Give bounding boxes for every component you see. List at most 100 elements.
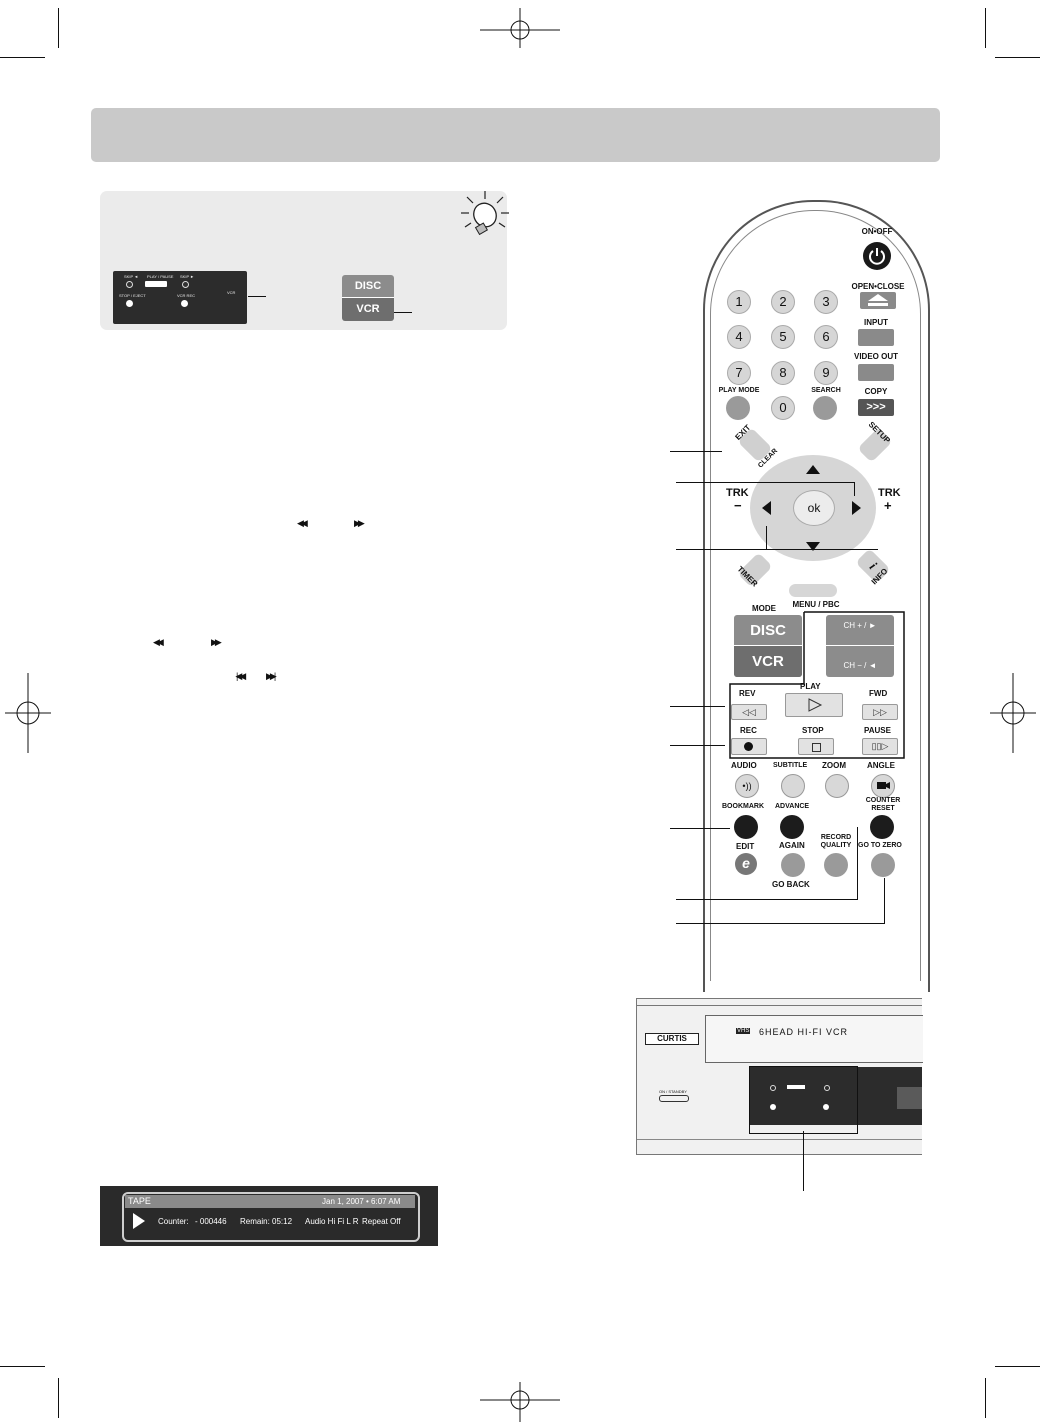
channel-down-label: CH − / ◄ — [843, 661, 877, 670]
stop-eject-button[interactable] — [126, 300, 133, 307]
osd-play-icon — [133, 1213, 145, 1229]
standby-button[interactable] — [659, 1095, 689, 1102]
record-quality-label: RECORD QUALITY — [820, 834, 852, 849]
trk-minus-label: − — [734, 498, 742, 513]
number-7-button[interactable]: 7 — [727, 361, 751, 385]
brand-logo: CURTIS — [645, 1033, 699, 1045]
subtitle-button[interactable] — [781, 774, 805, 798]
registration-mark-left — [5, 673, 51, 753]
rec-button[interactable] — [731, 738, 767, 755]
power-button[interactable] — [863, 242, 891, 270]
number-8-button[interactable]: 8 — [771, 361, 795, 385]
right-arrow-icon[interactable] — [852, 501, 861, 515]
mini-button — [770, 1104, 776, 1110]
input-button[interactable] — [858, 329, 894, 346]
number-1-button[interactable]: 1 — [727, 290, 751, 314]
vcr-bottom-line — [637, 1139, 922, 1140]
search-button[interactable] — [813, 396, 837, 420]
open-close-button[interactable] — [860, 292, 896, 309]
rewind-icon: ◀◀ — [297, 518, 308, 528]
vcr-rec-label: VCR REC — [177, 293, 196, 298]
skip-back-label: SKIP ◄ — [124, 274, 139, 279]
channel-up-label: CH + / ► — [826, 615, 894, 646]
stop-label: STOP — [802, 726, 824, 735]
crop-mark — [985, 1378, 986, 1418]
control-strip — [749, 1067, 922, 1125]
eject-icon — [868, 294, 888, 306]
pause-label: PAUSE — [864, 726, 891, 735]
ok-button[interactable]: ok — [793, 490, 835, 526]
crop-mark — [995, 57, 1040, 58]
advance-button[interactable] — [780, 815, 804, 839]
open-close-label: OPEN•CLOSE — [851, 282, 905, 291]
play-pause-button[interactable] — [145, 281, 167, 287]
audio-label: AUDIO — [731, 761, 757, 770]
registration-mark-bottom — [480, 1382, 560, 1422]
number-2-button[interactable]: 2 — [771, 290, 795, 314]
callout-line — [857, 827, 858, 900]
trk-plus-label: + — [884, 498, 892, 513]
crop-mark — [58, 1378, 59, 1418]
osd-datetime: Jan 1, 2007 • 6:07 AM — [322, 1197, 401, 1206]
video-out-button[interactable] — [858, 364, 894, 381]
number-9-button[interactable]: 9 — [814, 361, 838, 385]
crop-mark — [0, 1366, 45, 1367]
number-4-button[interactable]: 4 — [727, 325, 751, 349]
play-button[interactable] — [785, 693, 843, 717]
angle-button[interactable] — [871, 774, 895, 798]
input-label: INPUT — [864, 318, 888, 327]
audio-button[interactable]: •)) — [735, 774, 759, 798]
number-0-button[interactable]: 0 — [771, 396, 795, 420]
disc-vcr-switch[interactable]: DISC VCR — [342, 275, 394, 321]
rev-button[interactable]: ◁◁ — [731, 704, 767, 720]
callout-line — [676, 482, 854, 483]
left-arrow-icon[interactable] — [762, 501, 771, 515]
highlight-frame — [749, 1066, 858, 1134]
down-arrow-icon[interactable] — [806, 542, 820, 551]
again-button[interactable] — [781, 853, 805, 877]
model-text: 6HEAD HI-FI VCR — [759, 1027, 849, 1037]
fast-forward-icon: ▶▶ — [354, 518, 365, 528]
trk-label-right: TRK — [878, 487, 901, 499]
skip-fwd-button[interactable] — [182, 281, 189, 288]
osd-repeat: Repeat Off — [362, 1217, 401, 1226]
osd-frame — [122, 1192, 420, 1242]
go-to-zero-button[interactable] — [871, 853, 895, 877]
up-arrow-icon[interactable] — [806, 465, 820, 474]
play-pause-label: PLAY / PAUSE — [147, 274, 174, 279]
pause-button[interactable]: ▯▯▷ — [862, 738, 898, 755]
bookmark-button[interactable] — [734, 815, 758, 839]
fwd-label: FWD — [869, 689, 888, 698]
number-6-button[interactable]: 6 — [814, 325, 838, 349]
power-icon — [869, 248, 885, 265]
osd-source: TAPE — [128, 1196, 151, 1206]
fast-forward-icon: ▶▶ — [211, 637, 222, 647]
play-mode-button[interactable] — [726, 396, 750, 420]
registration-mark-top — [480, 8, 560, 48]
mini-play-bar — [787, 1085, 805, 1089]
menu-pbc-button[interactable] — [789, 584, 837, 597]
callout-line — [670, 828, 730, 829]
fwd-button[interactable]: ▷▷ — [862, 704, 898, 720]
mini-button — [823, 1104, 829, 1110]
skip-fwd-label: SKIP ► — [180, 274, 195, 279]
channel-button[interactable]: CH + / ► CH − / ◄ — [826, 615, 894, 677]
number-5-button[interactable]: 5 — [771, 325, 795, 349]
section-title-bar — [91, 108, 940, 162]
number-3-button[interactable]: 3 — [814, 290, 838, 314]
skip-back-button[interactable] — [126, 281, 133, 288]
stop-button[interactable] — [798, 738, 834, 755]
mode-switch-button[interactable]: DISC VCR — [734, 615, 802, 677]
stop-eject-label: STOP / EJECT — [119, 293, 146, 298]
counter-reset-label: COUNTER RESET — [865, 797, 901, 812]
zoom-button[interactable] — [825, 774, 849, 798]
crop-mark — [0, 57, 45, 58]
stop-square-icon — [812, 743, 821, 752]
edit-button[interactable]: e — [735, 853, 757, 875]
vcr-rec-button[interactable] — [181, 300, 188, 307]
copy-button[interactable]: >>> — [858, 399, 894, 416]
disc-label: DISC — [342, 275, 394, 298]
rev-label: REV — [739, 689, 756, 698]
record-quality-button[interactable] — [824, 853, 848, 877]
counter-reset-button[interactable] — [870, 815, 894, 839]
